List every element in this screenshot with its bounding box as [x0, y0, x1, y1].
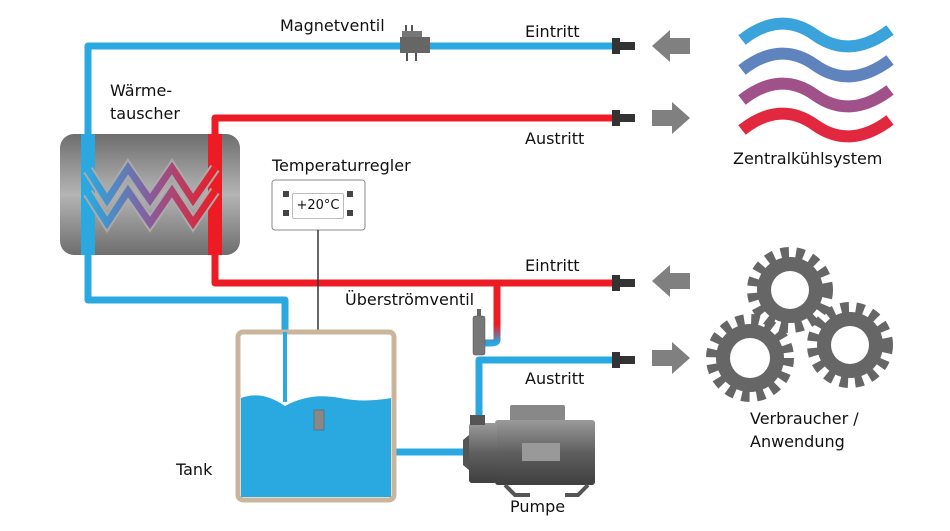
arrow-right-icon: [652, 102, 690, 134]
thermostat-icon: [271, 179, 366, 410]
pipe-connectors: [612, 38, 635, 368]
label-zentralkuehlsystem: Zentralkühlsystem: [733, 149, 883, 168]
label-waermetauscher-2: tauscher: [110, 104, 180, 123]
temperature-display: +20°C: [292, 193, 344, 219]
solenoid-valve-icon: [400, 25, 430, 61]
label-eintritt-bottom: Eintritt: [525, 256, 580, 275]
label-austritt-bottom: Austritt: [525, 369, 585, 388]
label-pumpe: Pumpe: [510, 497, 566, 516]
label-austritt-top: Austritt: [525, 129, 585, 148]
label-verbraucher-1: Verbraucher /: [750, 409, 859, 428]
label-waermetauscher-1: Wärme-: [110, 81, 173, 100]
label-eintritt-top: Eintritt: [525, 22, 580, 41]
label-temperaturregler: Temperaturregler: [272, 156, 411, 175]
arrow-right-icon: [652, 342, 690, 374]
tank-icon: [235, 329, 397, 503]
label-magnetventil: Magnetventil: [280, 16, 385, 35]
heat-exchanger-icon: [60, 134, 240, 255]
waves-icon: [738, 17, 894, 143]
arrow-left-icon: [652, 265, 690, 297]
overflow-valve-icon: [472, 309, 486, 356]
pump-icon: [463, 405, 595, 497]
gears-icon: [706, 247, 893, 402]
label-tank: Tank: [176, 460, 213, 479]
arrow-left-icon: [652, 30, 690, 62]
label-ueberstroemventil: Überströmventil: [345, 290, 475, 309]
mixed-pipe: [485, 325, 501, 347]
label-verbraucher-2: Anwendung: [750, 432, 845, 451]
